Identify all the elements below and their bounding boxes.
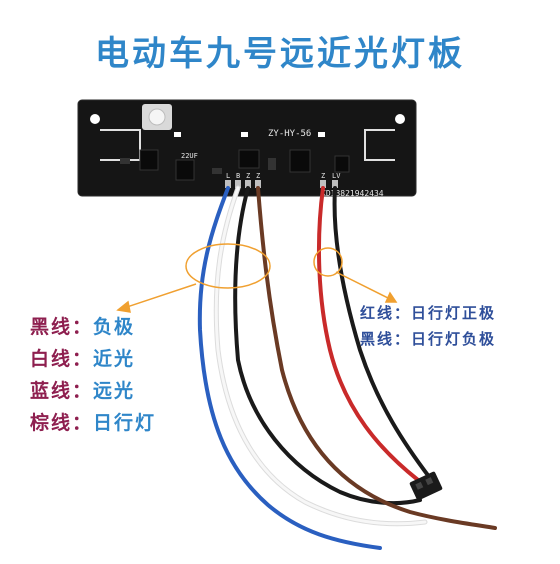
arrow-head-icon — [116, 300, 131, 313]
legend-wire: 黑线： — [30, 316, 94, 338]
led-icon — [318, 132, 325, 137]
red-wire — [316, 186, 420, 482]
legend-wire: 蓝线： — [30, 380, 94, 402]
legend-wire: 红线： — [360, 304, 412, 322]
mounting-hole-icon — [90, 114, 100, 124]
legend-wire: 棕线： — [30, 412, 94, 434]
legend-row: 黑线：负极 — [30, 312, 156, 344]
wire-legend-right: 红线：日行灯正极 黑线：日行灯负极 — [360, 302, 496, 354]
black-wire — [233, 186, 422, 506]
legend-meaning: 日行灯负极 — [411, 330, 497, 348]
capacitor-label: 22UF — [181, 152, 198, 160]
legend-row: 蓝线：远光 — [30, 376, 156, 408]
wire-connector — [409, 471, 443, 501]
pin-label: B — [236, 172, 240, 180]
board-id-label: KDI3821942434 — [321, 189, 384, 198]
annotation-circle-right — [313, 247, 343, 277]
legend-row: 黑线：日行灯负极 — [360, 328, 496, 354]
led-circuit-board: ZY-HY-56 22UF KDI3821942434 L B Z Z Z LV — [77, 99, 417, 198]
legend-wire: 白线： — [30, 348, 94, 370]
annotation-circle-left — [185, 243, 271, 289]
legend-row: 红线：日行灯正极 — [360, 302, 496, 328]
legend-meaning: 近光 — [93, 348, 136, 370]
page-title: 电动车九号远近光灯板 — [95, 34, 465, 74]
pin-label: Z — [256, 172, 260, 180]
legend-meaning: 日行灯正极 — [411, 304, 497, 322]
board-model-label: ZY-HY-56 — [268, 129, 311, 139]
annotation-arrows — [116, 271, 398, 313]
black-wire-right — [332, 186, 432, 480]
legend-meaning: 负极 — [93, 316, 136, 338]
mounting-hole-icon — [395, 114, 405, 124]
led-icon — [241, 132, 248, 137]
wire-legend-left: 黑线：负极 白线：近光 蓝线：远光 棕线：日行灯 — [30, 312, 156, 440]
legend-meaning: 远光 — [93, 380, 136, 402]
pin-label: LV — [332, 172, 341, 180]
legend-wire: 黑线： — [360, 330, 412, 348]
pin-label: Z — [246, 172, 250, 180]
wire-bundle-right — [316, 186, 432, 482]
pin-label: L — [226, 172, 230, 180]
arrow-head-icon — [384, 291, 398, 303]
legend-meaning: 日行灯 — [93, 412, 157, 434]
legend-row: 棕线：日行灯 — [30, 408, 156, 440]
blue-wire — [197, 186, 382, 550]
led-icon — [174, 132, 181, 137]
brown-wire — [256, 186, 497, 530]
legend-row: 白线：近光 — [30, 344, 156, 376]
pin-label: Z — [321, 172, 325, 180]
wire-bundle-left — [197, 185, 497, 550]
